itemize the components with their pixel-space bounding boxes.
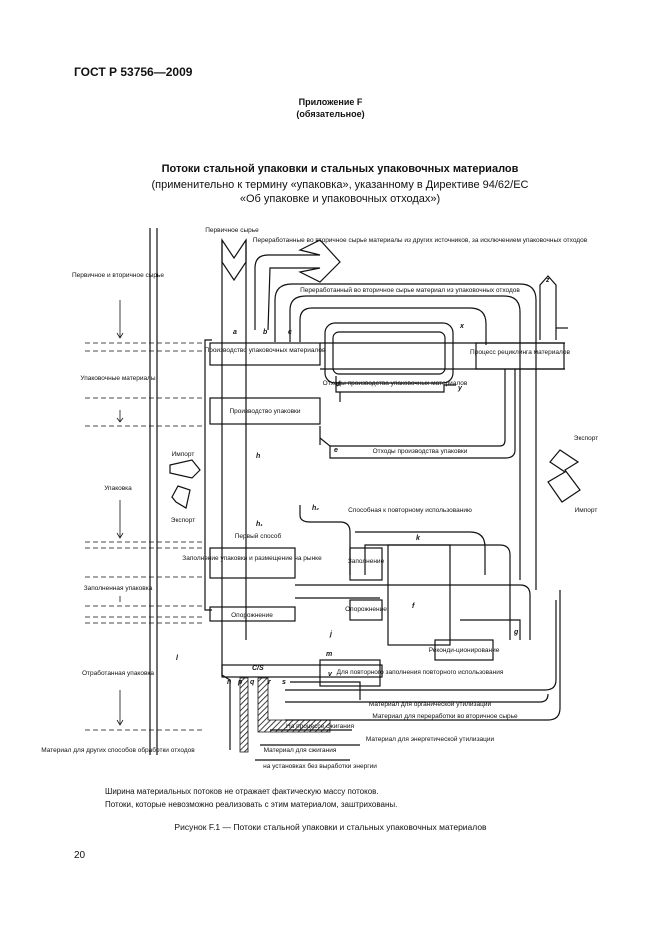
label-packaging: Упаковка — [104, 485, 132, 492]
svg-text:g: g — [513, 629, 519, 636]
label-recycling-material: Материал для переработки во вторичное сы… — [372, 712, 518, 720]
figure-caption: Рисунок F.1 — Потоки стальной упаковки и… — [174, 822, 487, 832]
figure-subtitle-1: (применительно к термину «упаковка», ука… — [151, 179, 529, 191]
flow-diagram: Первичное и вторичное сырье Упаковочные … — [41, 227, 598, 770]
label-filling: Заполнение — [348, 558, 385, 565]
svg-text:p: p — [237, 679, 243, 686]
label-filling-market: Заполнение упаковки и размещение на рынк… — [182, 555, 322, 562]
label-incineration2: на установках без выработки энергии — [263, 762, 377, 770]
label-packaging-production: Производство упаковки — [229, 408, 300, 415]
svg-text:l: l — [176, 655, 179, 662]
label-other: Материал для других способов обработки о… — [41, 746, 195, 754]
label-materials: Упаковочные материалы — [80, 375, 156, 382]
label-emptying: Опорожнение — [231, 612, 273, 619]
svg-text:v: v — [328, 671, 333, 678]
label-first-method: Первый способ — [235, 532, 282, 540]
svg-text:q: q — [250, 679, 255, 686]
label-import: Импорт — [172, 451, 195, 458]
label-primary: Первичное и вторичное сырье — [72, 272, 164, 279]
svg-text:d: d — [336, 381, 341, 388]
label-export-right: Экспорт — [574, 435, 598, 442]
label-waste-producers: Отходы производства упаковочных материал… — [323, 380, 468, 387]
svg-text:C/S: C/S — [252, 665, 264, 672]
svg-text:k: k — [416, 535, 421, 542]
hatched-flow — [257, 677, 331, 733]
label-incineration: Материал для сжигания — [264, 747, 337, 754]
appendix-status: (обязательное) — [296, 109, 365, 119]
figure-subtitle-2: «Об упаковке и упаковочных отходах») — [239, 193, 441, 205]
note-hatched: Потоки, которые невозможно реализовать с… — [105, 800, 398, 809]
svg-text:y: y — [457, 385, 463, 392]
note-width: Ширина материальных потоков не отражает … — [105, 787, 379, 796]
label-primary-raw: Первичное сырье — [205, 227, 259, 234]
label-reconditioning: Реконди-ционирование — [429, 647, 500, 654]
label-filled: Заполненная упаковка — [84, 585, 153, 592]
svg-text:z: z — [545, 277, 550, 284]
svg-text:m: m — [326, 651, 332, 658]
label-repeat-filling: Для повторного заполнения повторного исп… — [337, 669, 504, 676]
label-recycled-other: Переработанные во вторичное сырье матери… — [253, 236, 588, 244]
svg-text:h₂: h₂ — [312, 505, 319, 512]
appendix-label: Приложение F — [298, 97, 363, 107]
svg-text:n: n — [227, 679, 231, 686]
svg-text:h: h — [256, 453, 260, 460]
label-recycling-process: Процесс рециклинга материалов — [470, 349, 570, 356]
label-emptying2: Опорожнение — [345, 606, 387, 613]
svg-text:f: f — [412, 603, 415, 610]
figure-title: Потоки стальной упаковки и стальных упак… — [161, 163, 519, 175]
label-packaging-waste: Отходы производства упаковки — [373, 448, 468, 455]
label-producers: Производство упаковочных материалов — [205, 347, 326, 354]
label-organic: Материал для органической утилизации — [369, 700, 492, 708]
svg-text:h₁: h₁ — [256, 521, 263, 528]
svg-text:j: j — [329, 631, 333, 638]
svg-text:a: a — [233, 329, 237, 336]
label-energy: Материал для энергетической утилизации — [366, 735, 495, 743]
label-process-loss: На процессе сжигания — [286, 723, 354, 730]
label-recycled-packaging: Переработанный во вторичное сырье матери… — [300, 286, 520, 294]
label-import-right: Импорт — [575, 507, 598, 514]
standard-header: ГОСТ Р 53756—2009 — [74, 65, 193, 79]
svg-text:s: s — [282, 679, 286, 686]
svg-text:e: e — [334, 447, 338, 454]
svg-text:b: b — [263, 329, 268, 336]
svg-text:c: c — [288, 329, 292, 336]
svg-text:r: r — [268, 679, 272, 686]
page-number: 20 — [74, 850, 86, 861]
label-export: Экспорт — [171, 517, 195, 524]
svg-text:x: x — [459, 323, 465, 330]
label-reusable: Способная к повторному использованию — [348, 506, 472, 514]
label-spent: Отработанная упаковка — [82, 669, 154, 677]
